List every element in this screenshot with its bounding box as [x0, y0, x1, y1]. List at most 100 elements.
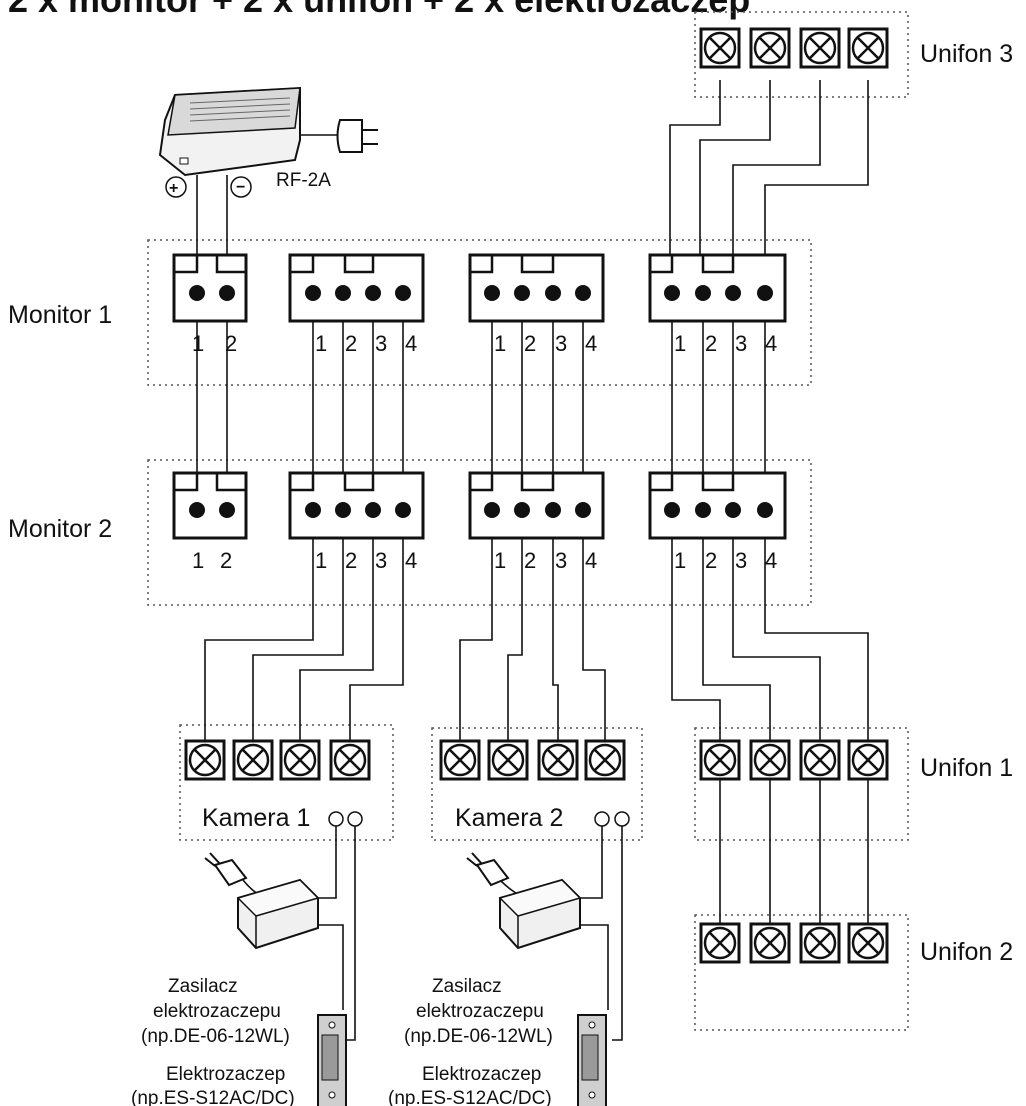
m2-pwr-pin-1: 1 — [192, 548, 204, 573]
wire-k2-2 — [507, 508, 523, 760]
wire-k1-1 — [204, 508, 314, 760]
wire-k2-3 — [552, 508, 559, 760]
kamera-2-label: Kamera 2 — [455, 804, 563, 832]
lock-1-line2: (np.ES-S12AC/DC) — [131, 1088, 295, 1106]
k1-lock-terminal-b — [347, 811, 363, 827]
terminal-blocks — [184, 27, 889, 964]
wire-k1-4 — [349, 508, 404, 760]
unifon-1-terminal-1-icon — [699, 739, 741, 781]
m2-g2-pin-2: 2 — [345, 548, 357, 573]
m1-g3-pin-2: 2 — [524, 331, 536, 356]
m2-g2-pin-3: 3 — [375, 548, 387, 573]
m1-g4-pin-3: 3 — [735, 331, 747, 356]
kamera-2-terminal-1-icon — [439, 739, 481, 781]
unifon-1-terminal-3-icon — [799, 739, 841, 781]
kamera-1-terminal-2-icon — [232, 739, 274, 781]
rf2a-label: RF-2A — [276, 170, 331, 191]
m2-g4-pin-3: 3 — [735, 548, 747, 573]
m1-g2-pin-1: 1 — [315, 331, 327, 356]
kamera-1-terminal-3-icon — [279, 739, 321, 781]
monitor-2-box — [147, 459, 812, 606]
m1-g3-pin-1: 1 — [494, 331, 506, 356]
m2-g4-pin-4: 4 — [765, 548, 777, 573]
m1-pwr-pin-2: 2 — [225, 331, 237, 356]
kamera-1-label: Kamera 1 — [202, 804, 310, 832]
m1-g4-pin-2: 2 — [705, 331, 717, 356]
kamera-2-terminal-3-icon — [537, 739, 579, 781]
wire-u3-3 — [732, 80, 821, 288]
unifon-3-label: Unifon 3 — [920, 40, 1013, 68]
lock-1-line1: Elektrozaczep — [166, 1064, 285, 1085]
m2-g2-pin-4: 4 — [405, 548, 417, 573]
wire-u1-2 — [702, 508, 771, 760]
wire-k2-lock-a — [572, 826, 603, 899]
unifon-1-label: Unifon 1 — [920, 754, 1013, 782]
electric-strike-1 — [317, 1014, 347, 1106]
m1-pwr-pin-1: 1 — [192, 331, 204, 356]
unifon-1-terminal-4-icon — [847, 739, 889, 781]
k2-lock-terminal-a — [594, 811, 610, 827]
m1-g2-pin-2: 2 — [345, 331, 357, 356]
m2-g3-pin-4: 4 — [585, 548, 597, 573]
wire-u3-4 — [764, 80, 869, 288]
wire-k1-3 — [299, 508, 374, 760]
wire-k2-1 — [459, 508, 493, 760]
m2-pwr-pin-2: 2 — [220, 548, 232, 573]
monitor-2-label: Monitor 2 — [8, 515, 112, 543]
wire-k2-4 — [582, 508, 606, 760]
minus-symbol: − — [236, 179, 245, 196]
m1-g4-pin-4: 4 — [765, 331, 777, 356]
wire-u3-2 — [699, 80, 771, 288]
electric-strike-2 — [577, 1014, 607, 1106]
k1-lock-terminal-a — [328, 811, 344, 827]
plus-terminal-icon — [165, 176, 187, 198]
wire-u1-4 — [764, 508, 869, 760]
unifon-1-box — [694, 727, 909, 841]
wire-u1-3 — [732, 508, 821, 760]
power-supply-rf2a — [158, 86, 378, 177]
m1-g3-pin-3: 3 — [555, 331, 567, 356]
unifon-3-terminal-1-icon — [699, 27, 741, 69]
lock-supply-2-line2: elektrozaczepu — [416, 1001, 544, 1022]
wire-u3-1 — [669, 80, 721, 288]
diagram-title: 2 x monitor + 2 x unifon + 2 x elektroza… — [8, 0, 750, 20]
unifon-2-terminal-1-icon — [699, 922, 741, 964]
m1-g2-pin-4: 4 — [405, 331, 417, 356]
monitor-1-box — [147, 239, 812, 386]
minus-terminal-icon — [230, 176, 252, 198]
lock-supply-1-line2: elektrozaczepu — [153, 1001, 281, 1022]
unifon-2-terminal-2-icon — [749, 922, 791, 964]
unifon-3-box — [694, 11, 909, 98]
k2-lock-terminal-b — [614, 811, 630, 827]
m1-g2-pin-3: 3 — [375, 331, 387, 356]
unifon-3-terminal-2-icon — [749, 27, 791, 69]
m2-g2-pin-1: 1 — [315, 548, 327, 573]
lock-2-line1: Elektrozaczep — [422, 1064, 541, 1085]
kamera-1-box — [179, 724, 394, 841]
unifon-2-terminal-3-icon — [799, 922, 841, 964]
m2-g3-pin-1: 1 — [494, 548, 506, 573]
unifon-2-label: Unifon 2 — [920, 938, 1013, 966]
kamera-1-terminal-1-icon — [184, 739, 226, 781]
kamera-2-box — [431, 727, 643, 841]
lock-supply-1-line1: Zasilacz — [168, 976, 238, 997]
plus-symbol: + — [169, 180, 178, 197]
adapter-plug-icon — [213, 858, 248, 887]
m2-g4-pin-1: 1 — [674, 548, 686, 573]
wire-k1-lock-b — [345, 826, 356, 1041]
lock-supply-2 — [466, 852, 582, 950]
m2-g4-pin-2: 2 — [705, 548, 717, 573]
kamera-2-terminal-4-icon — [584, 739, 626, 781]
wire-k2-lock-b — [612, 826, 623, 1041]
m2-g3-pin-2: 2 — [524, 548, 536, 573]
kamera-2-terminal-2-icon — [487, 739, 529, 781]
lock-supply-1-line3: (np.DE-06-12WL) — [141, 1026, 290, 1047]
power-plug-icon — [336, 119, 363, 153]
unifon-1-terminal-2-icon — [749, 739, 791, 781]
monitor-1-connectors — [172, 253, 787, 323]
unifon-2-terminal-4-icon — [847, 922, 889, 964]
monitor-1-label: Monitor 1 — [8, 301, 112, 329]
wire-k1-2 — [252, 508, 344, 760]
wire-u1-1 — [671, 508, 721, 760]
